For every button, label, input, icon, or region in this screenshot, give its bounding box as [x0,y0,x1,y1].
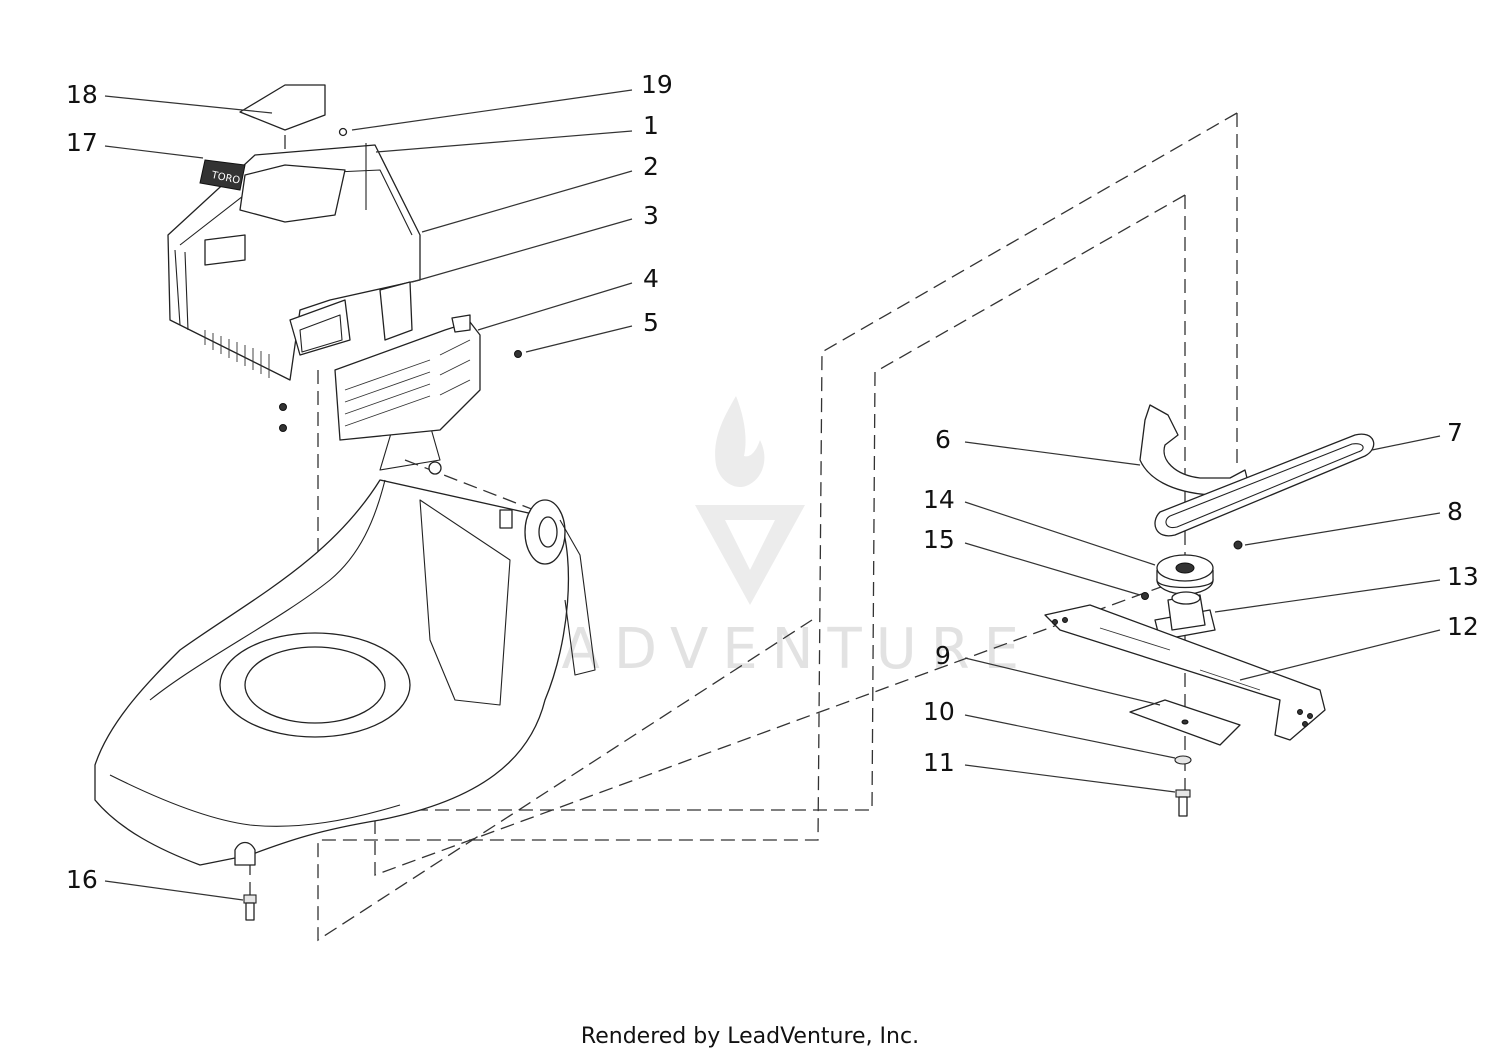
callout-6: 6 [935,425,951,454]
callout-14: 14 [923,485,955,514]
callout-16: 16 [66,865,98,894]
mower-deck [94,419,596,866]
callout-12: 12 [1447,612,1479,641]
callout-8: 8 [1447,497,1463,526]
drive-belt [1154,433,1375,537]
decal-label-icon [239,84,326,131]
callout-11: 11 [923,748,955,777]
callout-13: 13 [1447,562,1479,591]
washer-bolt [1174,755,1192,817]
callout-15: 15 [923,525,955,554]
callout-10: 10 [923,697,955,726]
callout-17: 17 [66,128,98,157]
callout-2: 2 [643,152,659,181]
callout-3: 3 [643,201,659,230]
callout-19: 19 [641,70,673,99]
flame-logo-icon [715,396,765,488]
callout-4: 4 [643,264,659,293]
mower-blade [1044,604,1326,741]
muffler-guard [334,314,481,441]
leader-lines [104,89,1441,901]
callout-7: 7 [1447,418,1463,447]
callout-1: 1 [643,111,659,140]
v-logo-icon [695,505,805,605]
deck-bolt [243,894,257,921]
muffler-screws [279,350,522,432]
cooling-fins [204,330,270,378]
engine-assembly: TORO [167,84,421,381]
toro-decal: TORO [199,159,246,191]
callout-5: 5 [643,308,659,337]
blade-adapter [1154,591,1216,641]
footer-credit: Rendered by LeadVenture, Inc. [580,1024,920,1049]
callout-9: 9 [935,641,951,670]
belt-guard-bracket [1139,404,1249,496]
wheel-mount-icon [524,499,596,676]
pulley [1156,554,1214,595]
callout-numbers: 18 17 19 1 2 3 4 5 16 6 7 8 14 15 13 12 … [66,70,1479,894]
callout-18: 18 [66,80,98,109]
